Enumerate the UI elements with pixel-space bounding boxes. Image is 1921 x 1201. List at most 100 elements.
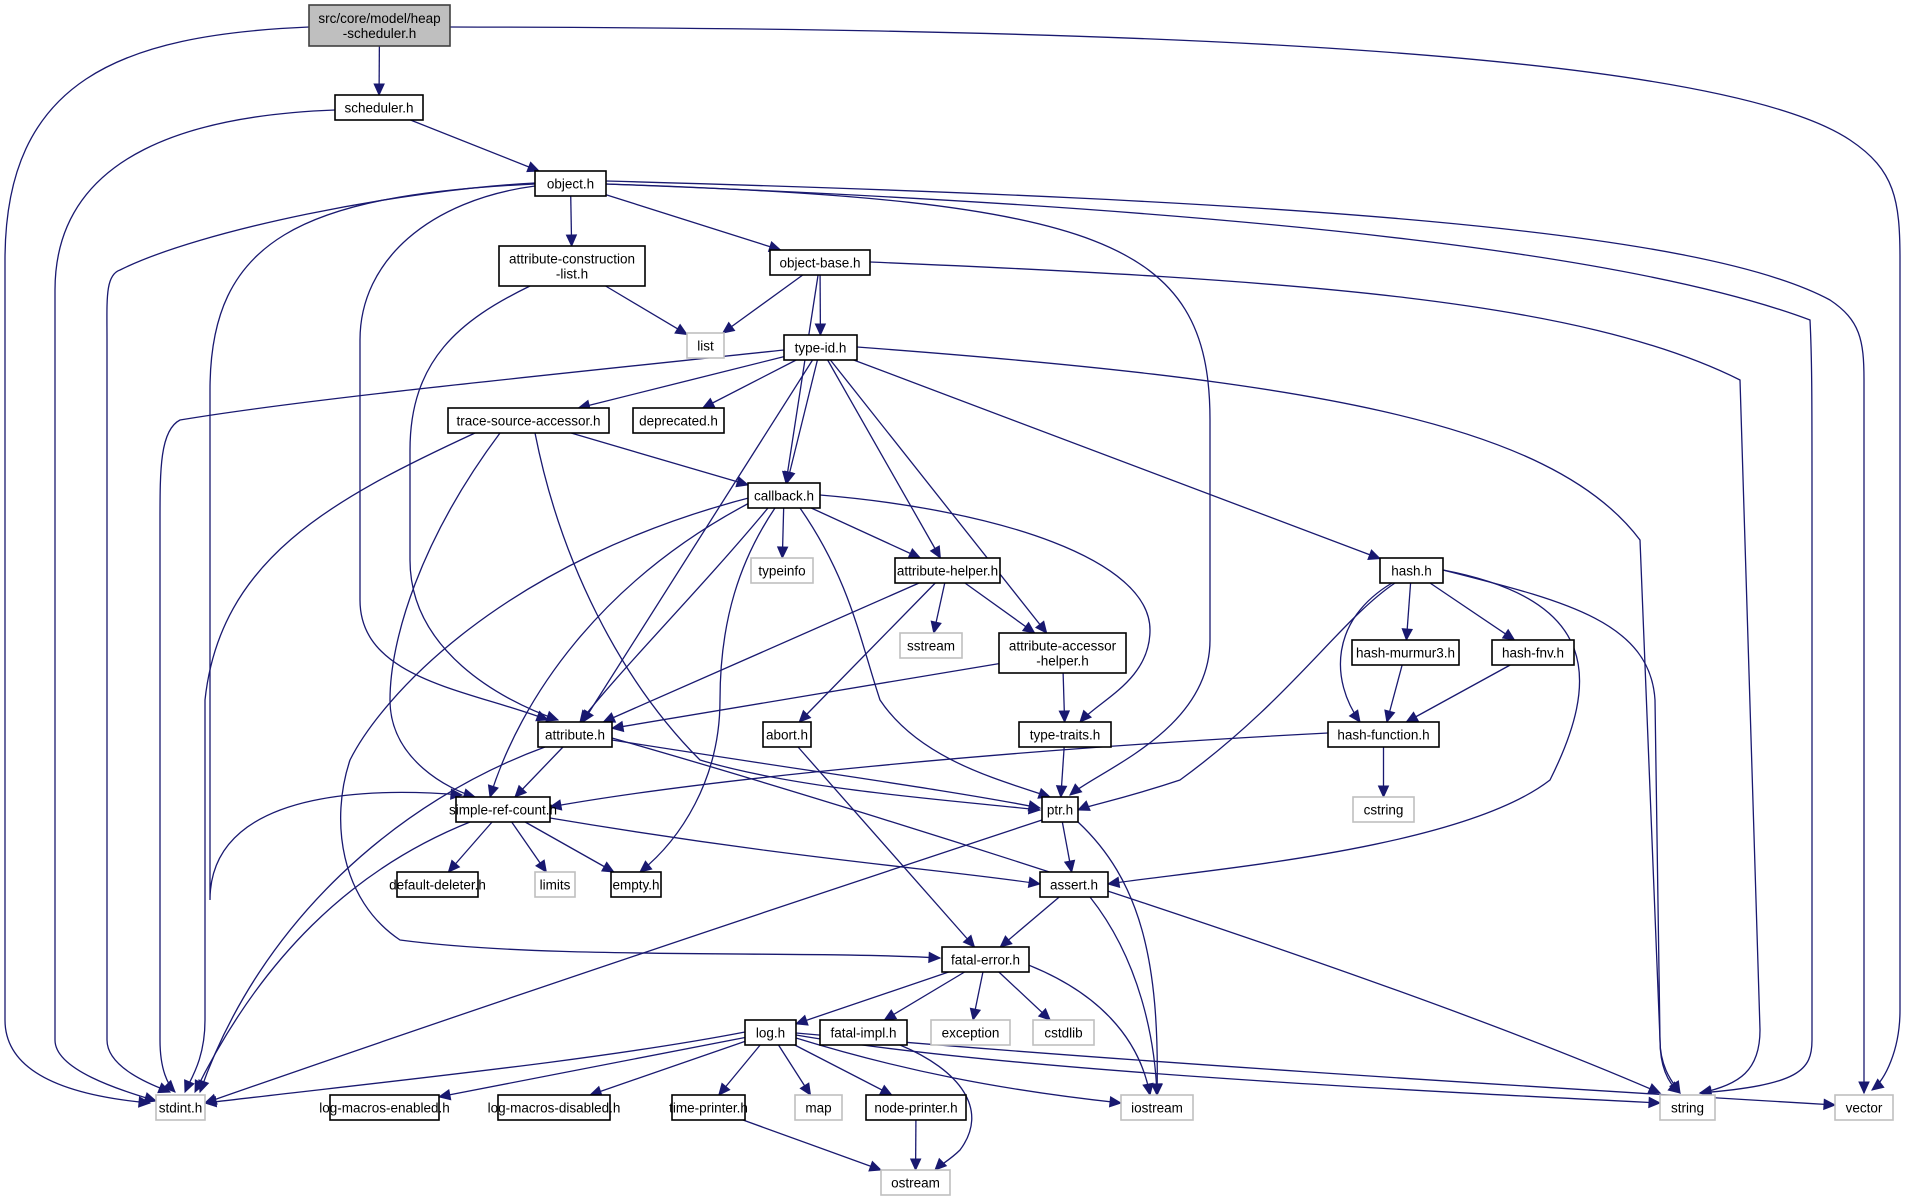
node-hashfnv[interactable]: hash-fnv.h (1491, 639, 1575, 666)
node-box (769, 249, 871, 276)
edge-arrowhead-icon (447, 859, 461, 873)
edge-line (4, 26, 310, 1104)
edge-object-to-attribute (359, 185, 550, 722)
edge-arrowhead-icon (639, 860, 653, 873)
edge-arrowhead-icon (1648, 1096, 1662, 1109)
edge-line (1014, 959, 1151, 1096)
edge-typeid-to-callback (784, 359, 819, 485)
edge-line (884, 971, 965, 1021)
edge-arrowhead-icon (1055, 785, 1068, 799)
edge-line (799, 507, 1051, 798)
edge-arrowhead-icon (962, 934, 976, 948)
edge-line (605, 183, 1813, 1094)
edge-arrowhead-icon (545, 710, 560, 722)
edge-arrowhead-icon (1027, 800, 1042, 812)
edge-log-to-timeprinter (718, 1044, 761, 1096)
edge-arrowhead-icon (1034, 620, 1048, 634)
node-label: -helper.h (1036, 654, 1089, 669)
edge-arrowhead-icon (868, 1160, 883, 1172)
node-hashmurmur[interactable]: hash-murmur3.h (1351, 639, 1460, 666)
node-object[interactable]: object.h (534, 170, 607, 197)
edge-ptr-to-iostream (1077, 821, 1164, 1097)
edge-attribute-to-ptr (611, 739, 1042, 812)
edge-line (605, 285, 688, 336)
node-scheduler[interactable]: scheduler.h (334, 94, 424, 121)
node-box (1327, 721, 1440, 748)
node-timeprinter[interactable]: time-printer.h (669, 1094, 748, 1121)
edge-arrowhead-icon (535, 859, 548, 873)
node-empty[interactable]: empty.h (610, 871, 662, 898)
node-attrhelper[interactable]: attribute-helper.h (894, 557, 1001, 584)
node-box (329, 1094, 440, 1121)
edge-arrowhead-icon (798, 709, 812, 723)
edge-line (106, 182, 536, 1093)
node-objectbase[interactable]: object-base.h (769, 249, 871, 276)
edge-simplerefcount-to-assert (549, 817, 1042, 888)
node-simplerefcount[interactable]: simple-ref-count.h (449, 796, 557, 823)
edges-layer (4, 26, 1901, 1172)
node-nodeprinter[interactable]: node-printer.h (865, 1094, 967, 1121)
node-logenabled[interactable]: log-macros-enabled.h (319, 1094, 450, 1121)
edge-line (579, 507, 769, 723)
edge-arrowhead-icon (487, 784, 499, 799)
node-attraccessor[interactable]: attribute-accessor-helper.h (998, 632, 1127, 674)
edge-object-to-attrconstr (565, 195, 578, 248)
node-box (941, 946, 1030, 973)
edge-abort-to-fatalerror (797, 746, 976, 948)
edge-callback-to-attribute (579, 507, 769, 723)
node-tsa[interactable]: trace-source-accessor.h (447, 407, 610, 434)
node-attrconstr[interactable]: attribute-construction-list.h (498, 245, 646, 287)
edge-scheduler-to-stdint (54, 109, 336, 1104)
node-abort[interactable]: abort.h (762, 721, 812, 748)
node-logdisabled[interactable]: log-macros-disabled.h (488, 1094, 621, 1121)
node-box (610, 871, 662, 898)
edge-arrowhead-icon (1823, 1098, 1837, 1111)
edge-arrowhead-icon (1348, 709, 1361, 723)
edge-arrowhead-icon (535, 710, 550, 722)
node-typeid[interactable]: type-id.h (783, 334, 858, 361)
node-box (537, 721, 613, 748)
edge-line (438, 1036, 746, 1098)
node-label: log-macros-disabled.h (488, 1101, 621, 1116)
edge-line (639, 507, 776, 873)
node-defaultdeleter[interactable]: default-deleter.h (389, 871, 486, 898)
node-typetraits[interactable]: type-traits.h (1018, 721, 1112, 748)
node-callback[interactable]: callback.h (747, 482, 821, 509)
edge-line (603, 582, 920, 723)
edge-arrowhead-icon (1069, 783, 1083, 796)
node-label: simple-ref-count.h (449, 803, 557, 818)
node-box (1018, 721, 1112, 748)
edge-hashfunction-to-cstring (1377, 747, 1390, 799)
node-log[interactable]: log.h (744, 1019, 797, 1046)
edge-arrowhead-icon (565, 234, 578, 248)
edge-arrowhead-icon (999, 935, 1013, 948)
edge-root-to-scheduler (373, 45, 385, 97)
node-hashfunction[interactable]: hash-function.h (1327, 721, 1440, 748)
node-box (334, 94, 424, 121)
node-fatalerror[interactable]: fatal-error.h (941, 946, 1030, 973)
edge-hash-to-ptr (1076, 582, 1396, 811)
edge-object-to-stdint (106, 182, 536, 1094)
node-ptr[interactable]: ptr.h (1041, 796, 1079, 823)
edge-line (702, 359, 797, 409)
node-fatalimpl[interactable]: fatal-impl.h (819, 1019, 908, 1046)
edge-arrowhead-icon (1063, 859, 1076, 874)
edge-line (810, 507, 921, 559)
node-assert[interactable]: assert.h (1039, 871, 1109, 898)
edge-attrconstr-to-attribute (409, 285, 560, 722)
node-box (686, 332, 725, 359)
node-attribute[interactable]: attribute.h (537, 721, 613, 748)
edge-arrowhead-icon (1401, 628, 1414, 642)
edge-line (795, 971, 949, 1025)
node-vector: vector (1834, 1094, 1894, 1121)
edge-assert-to-iostream (1089, 896, 1163, 1097)
node-deprecated[interactable]: deprecated.h (632, 407, 725, 434)
node-label: stdint.h (159, 1101, 203, 1116)
edge-arrowhead-icon (579, 709, 592, 723)
edge-hash-to-hashmurmur (1401, 582, 1414, 642)
node-root[interactable]: src/core/model/heap-scheduler.h (308, 4, 451, 47)
edge-arrowhead-icon (1405, 711, 1420, 723)
edge-tsa-to-simplerefcount (389, 432, 501, 800)
edge-arrowhead-icon (1021, 621, 1036, 634)
node-hash[interactable]: hash.h (1379, 557, 1444, 584)
